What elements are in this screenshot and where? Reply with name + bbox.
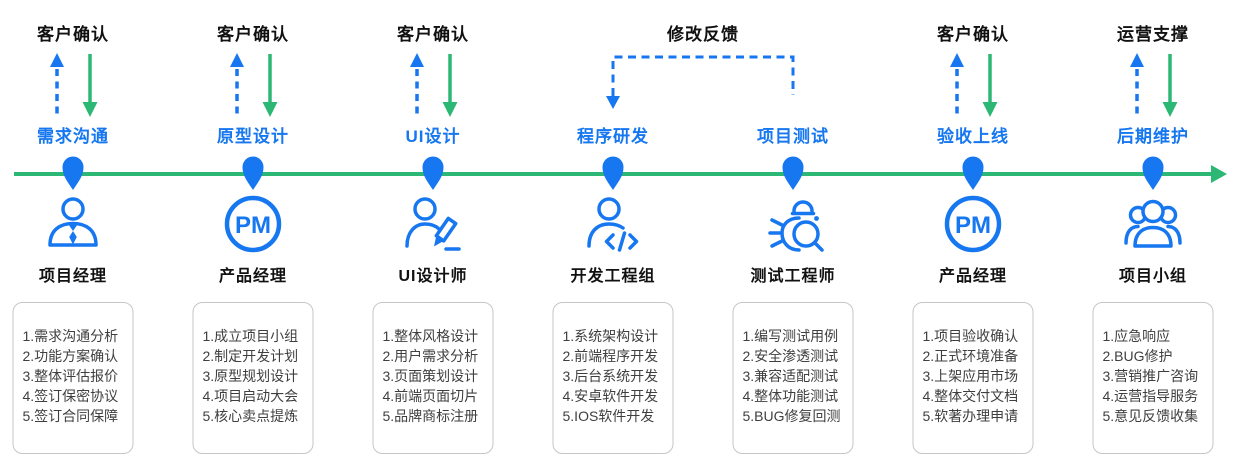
timeline-pin-icon (602, 156, 624, 190)
bug-magnifier-icon (761, 194, 825, 259)
task-item: 2.用户需求分析 (382, 348, 479, 364)
phase-label: 需求沟通 (37, 127, 109, 146)
designer-pencil-icon (403, 194, 463, 259)
timeline-pin-icon (1142, 156, 1164, 190)
task-item: 4.整体交付文档 (922, 388, 1019, 404)
role-label: 产品经理 (218, 268, 287, 285)
top-label: 客户确认 (37, 25, 109, 44)
top-label: 客户确认 (937, 25, 1009, 44)
task-item: 1.项目验收确认 (922, 328, 1019, 344)
task-item: 1.需求沟通分析 (22, 328, 119, 344)
task-box: 1.系统架构设计 2.前端程序开发 3.后台系统开发 4.安卓软件开发 5.IO… (552, 302, 674, 454)
task-box: 1.整体风格设计 2.用户需求分析 3.页面策划设计 4.前端页面切片 5.品牌… (372, 302, 494, 454)
stage-requirements: 客户确认 需求沟通 项目经理 1.需求沟通分析 2.功能方案确认 3.整体评估报… (0, 0, 163, 465)
task-item: 2.前端程序开发 (562, 348, 659, 364)
timeline-pin-icon (962, 156, 984, 190)
phase-label: 程序研发 (577, 127, 649, 146)
svg-text:PM: PM (955, 212, 991, 239)
task-item: 4.整体功能测试 (742, 388, 839, 404)
updown-arrows-icon (410, 53, 458, 117)
role-label: 项目小组 (1118, 268, 1187, 285)
task-item: 3.后台系统开发 (562, 368, 659, 384)
stage-maintenance: 运营支撑 后期维护 项目小组 1.应急响应 2.BUG修护 3.营销推广 (1063, 0, 1241, 465)
phase-label: 项目测试 (757, 127, 829, 146)
task-item: 4.项目启动大会 (202, 388, 299, 404)
task-item: 2.功能方案确认 (22, 348, 119, 364)
role-label: 产品经理 (938, 268, 1007, 285)
task-item: 2.安全渗透测试 (742, 348, 839, 364)
task-item: 1.成立项目小组 (202, 328, 299, 344)
task-item: 4.前端页面切片 (382, 388, 479, 404)
task-box: 1.成立项目小组 2.制定开发计划 3.原型规划设计 4.项目启动大会 5.核心… (192, 302, 314, 454)
phase-label: 原型设计 (217, 127, 289, 146)
feedback-dashed-bracket-icon (606, 55, 795, 109)
pm-circle-icon: PM (223, 194, 283, 259)
task-item: 5.核心卖点提炼 (202, 408, 299, 424)
task-item: 2.制定开发计划 (202, 348, 299, 364)
updown-arrows-icon (1130, 53, 1178, 117)
role-label: 开发工程组 (570, 268, 656, 285)
top-label: 运营支撑 (1117, 25, 1189, 44)
task-item: 3.上架应用市场 (922, 368, 1019, 384)
timeline-pin-icon (782, 156, 804, 190)
task-item: 1.整体风格设计 (382, 328, 479, 344)
timeline-pin-icon (62, 156, 84, 190)
task-item: 1.应急响应 (1102, 328, 1171, 344)
svg-text:PM: PM (235, 212, 271, 239)
task-item: 5.品牌商标注册 (382, 408, 479, 424)
task-item: 5.IOS软件开发 (562, 408, 655, 424)
task-item: 5.签订合同保障 (22, 408, 119, 424)
task-box: 1.应急响应 2.BUG修护 3.营销推广咨询 4.运营指导服务 5.意见反馈收… (1092, 302, 1214, 454)
task-item: 2.BUG修护 (1102, 348, 1173, 364)
task-item: 4.安卓软件开发 (562, 388, 659, 404)
updown-arrows-icon (230, 53, 278, 117)
task-item: 3.整体评估报价 (22, 368, 119, 384)
team-group-icon (1123, 194, 1183, 259)
updown-arrows-icon (950, 53, 998, 117)
task-item: 3.页面策划设计 (382, 368, 479, 384)
task-item: 1.系统架构设计 (562, 328, 659, 344)
timeline-pin-icon (242, 156, 264, 190)
task-box: 1.项目验收确认 2.正式环境准备 3.上架应用市场 4.整体交付文档 5.软著… (912, 302, 1034, 454)
task-box: 1.编写测试用例 2.安全渗透测试 3.兼容适配测试 4.整体功能测试 5.BU… (732, 302, 854, 454)
developer-code-icon (583, 194, 643, 259)
updown-arrows-icon (50, 53, 98, 117)
stage-testing: 项目测试 测试工程师 1.编写测试用例 2.安全渗透测试 3.兼容适配测试 4.… (703, 0, 883, 465)
stage-prototype: 客户确认 原型设计 PM 产品经理 1.成立项目小组 2.制定开发计划 3.原型… (163, 0, 343, 465)
role-label: 项目经理 (38, 268, 107, 285)
phase-label: UI设计 (405, 127, 461, 146)
timeline-arrowhead-icon (1211, 165, 1227, 183)
stage-ui-design: 客户确认 UI设计 UI设计师 1.整体风格设计 2.用户需求分析 3.页面策划… (343, 0, 523, 465)
task-item: 3.原型规划设计 (202, 368, 299, 384)
task-item: 3.兼容适配测试 (742, 368, 839, 384)
task-item: 4.运营指导服务 (1102, 388, 1199, 404)
task-box: 1.需求沟通分析 2.功能方案确认 3.整体评估报价 4.签订保密协议 5.签订… (12, 302, 134, 454)
top-label: 客户确认 (397, 25, 469, 44)
feedback-label: 修改反馈 (667, 25, 739, 44)
task-item: 1.编写测试用例 (742, 328, 839, 344)
stage-development: 程序研发 开发工程组 1.系统架构设计 2.前端程序开发 3.后台系统开发 4.… (523, 0, 703, 465)
manager-tie-icon (43, 194, 103, 259)
pm-circle-icon: PM (943, 194, 1003, 259)
phase-label: 验收上线 (937, 127, 1009, 146)
task-item: 5.意见反馈收集 (1102, 408, 1199, 424)
task-item: 5.软著办理申请 (922, 408, 1019, 424)
stage-acceptance: 客户确认 验收上线 PM 产品经理 1.项目验收确认 2.正式环境准备 3.上架… (883, 0, 1063, 465)
phase-label: 后期维护 (1117, 127, 1189, 146)
timeline-pin-icon (422, 156, 444, 190)
task-item: 5.BUG修复回测 (742, 408, 841, 424)
role-label: 测试工程师 (750, 268, 836, 285)
task-item: 3.营销推广咨询 (1102, 368, 1199, 384)
task-item: 4.签订保密协议 (22, 388, 119, 404)
task-item: 2.正式环境准备 (922, 348, 1019, 364)
role-label: UI设计师 (398, 268, 468, 285)
top-label: 客户确认 (217, 25, 289, 44)
